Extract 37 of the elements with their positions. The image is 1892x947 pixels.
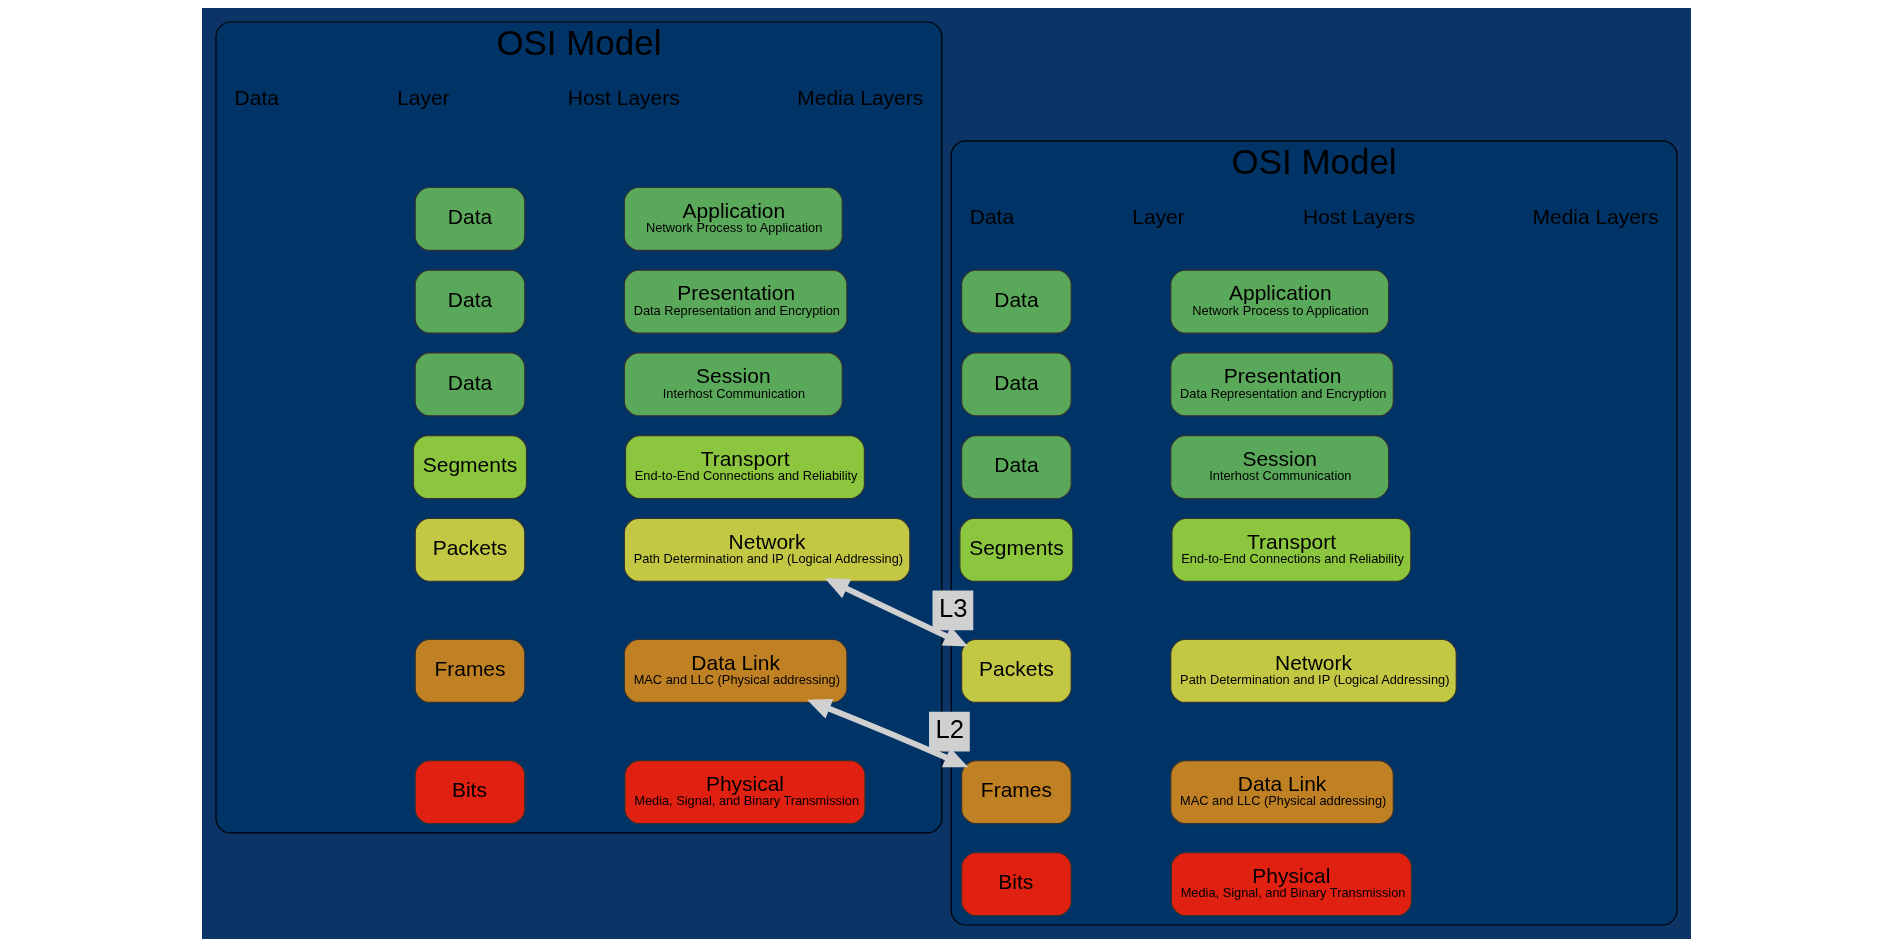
label: Layer: [396, 86, 450, 110]
node-box: Frames: [960, 760, 1072, 825]
node-box: Data: [414, 269, 525, 334]
node-box: Data: [960, 269, 1072, 334]
label: Media Layers: [1532, 205, 1658, 229]
label: Data: [234, 86, 279, 110]
label: Layer: [1131, 205, 1185, 229]
node-box: Physical Media, Signal, and Binary Transmission: [1170, 852, 1412, 917]
node-box: Data: [414, 186, 525, 251]
label: Media Layers: [796, 86, 923, 110]
node-box: Bits: [960, 852, 1072, 917]
node-box: Physical Media, Signal, and Binary Transmission: [623, 760, 866, 825]
label: Host Layers: [567, 86, 680, 110]
node-box: Segments: [958, 517, 1073, 582]
node-box: Frames: [414, 638, 525, 704]
node-box: Packets: [414, 517, 525, 582]
node-box: Application Network Process to Application: [623, 186, 843, 251]
node-box: Data: [414, 352, 525, 417]
arrow: [824, 578, 968, 647]
node-box: Data Link MAC and LLC (Physical addressing): [1169, 760, 1394, 825]
label: Data: [969, 205, 1014, 229]
node-box: Network Path Determination and IP (Logical Addressing): [623, 517, 910, 582]
node-box: Session Interhost Communication: [623, 352, 843, 417]
node-box: Bits: [414, 760, 525, 825]
node-box: Transport End-to-End Connections and Reliability: [624, 435, 865, 500]
node-box: Transport End-to-End Connections and Reliability: [1170, 517, 1411, 582]
node-box: Data Link MAC and LLC (Physical addressing): [623, 638, 847, 704]
node-box: Session Interhost Communication: [1169, 435, 1389, 500]
node-box: Data: [960, 352, 1072, 417]
node-box: Presentation Data Representation and Encryption: [1169, 352, 1394, 417]
node-box: Segments: [412, 435, 527, 500]
node-box: Presentation Data Representation and Encryption: [623, 269, 847, 334]
node-box: Packets: [960, 638, 1072, 704]
label: Host Layers: [1302, 205, 1415, 229]
node-box: Application Network Process to Application: [1169, 269, 1389, 334]
node-box: Data: [960, 435, 1072, 500]
node-box: Network Path Determination and IP (Logical Addressing): [1169, 638, 1457, 704]
